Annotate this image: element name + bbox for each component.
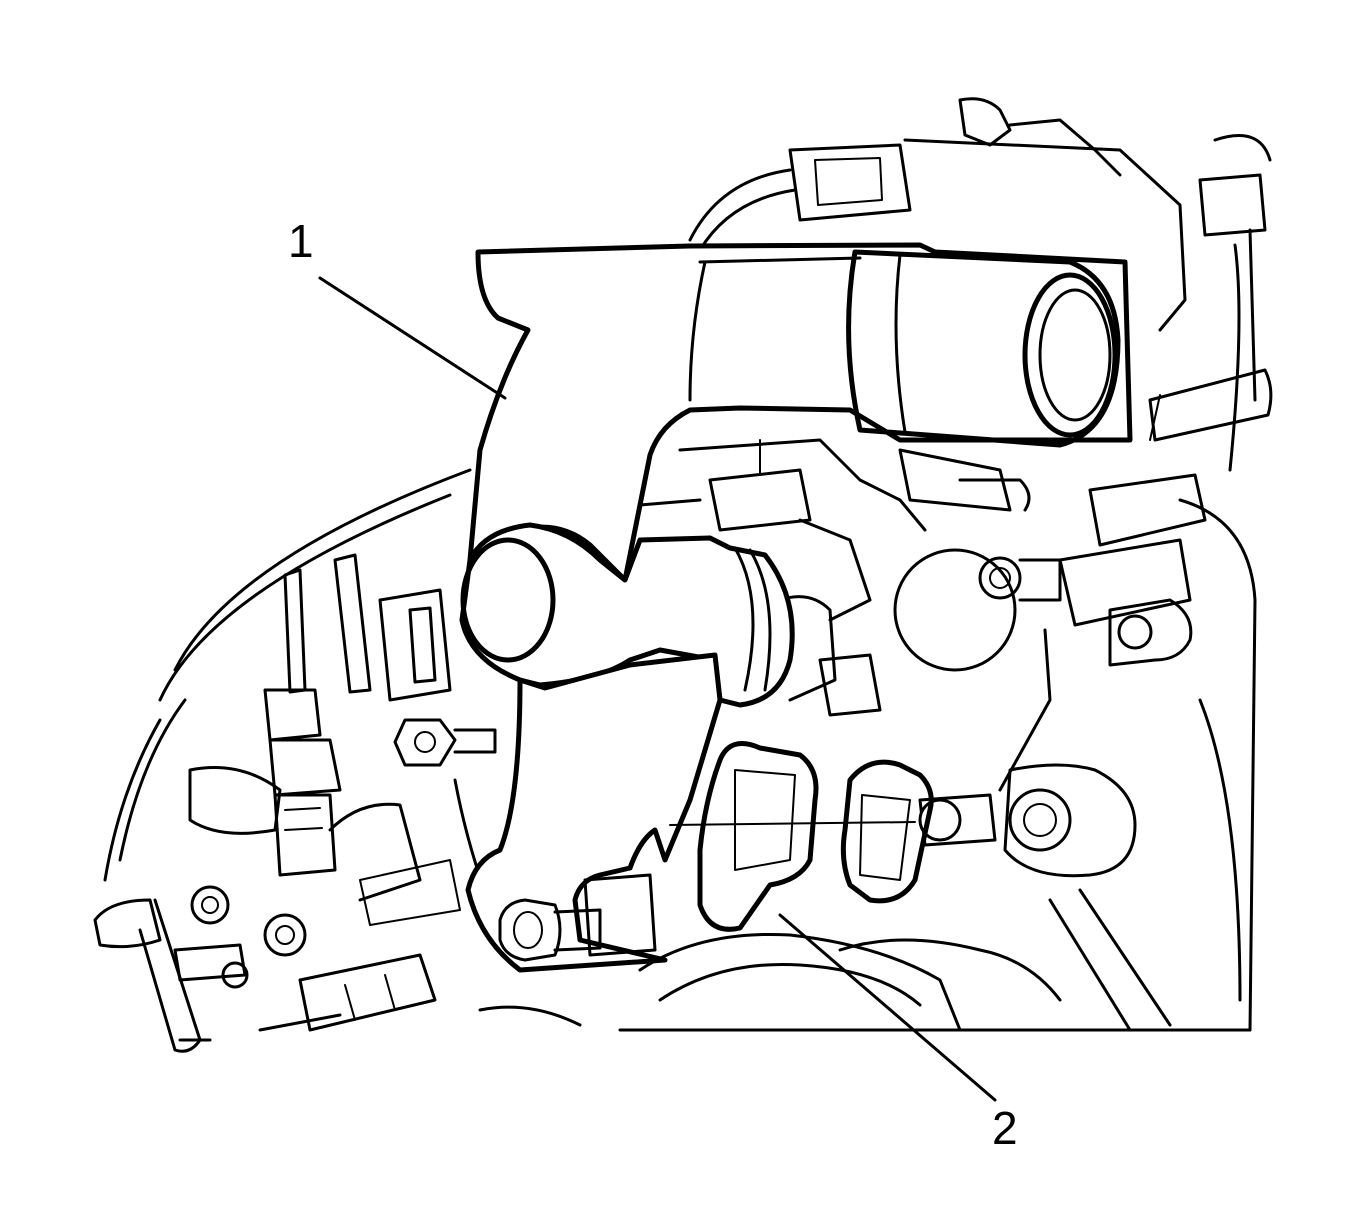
leader-line-2 (778, 913, 997, 1102)
callout-1-label: 1 (288, 215, 314, 267)
leader-line-2b (669, 821, 916, 826)
hose-component (459, 242, 1133, 973)
engine-background (93, 97, 1273, 1053)
callout-2-label: 2 (992, 1102, 1018, 1154)
leader-line-1 (318, 276, 507, 400)
